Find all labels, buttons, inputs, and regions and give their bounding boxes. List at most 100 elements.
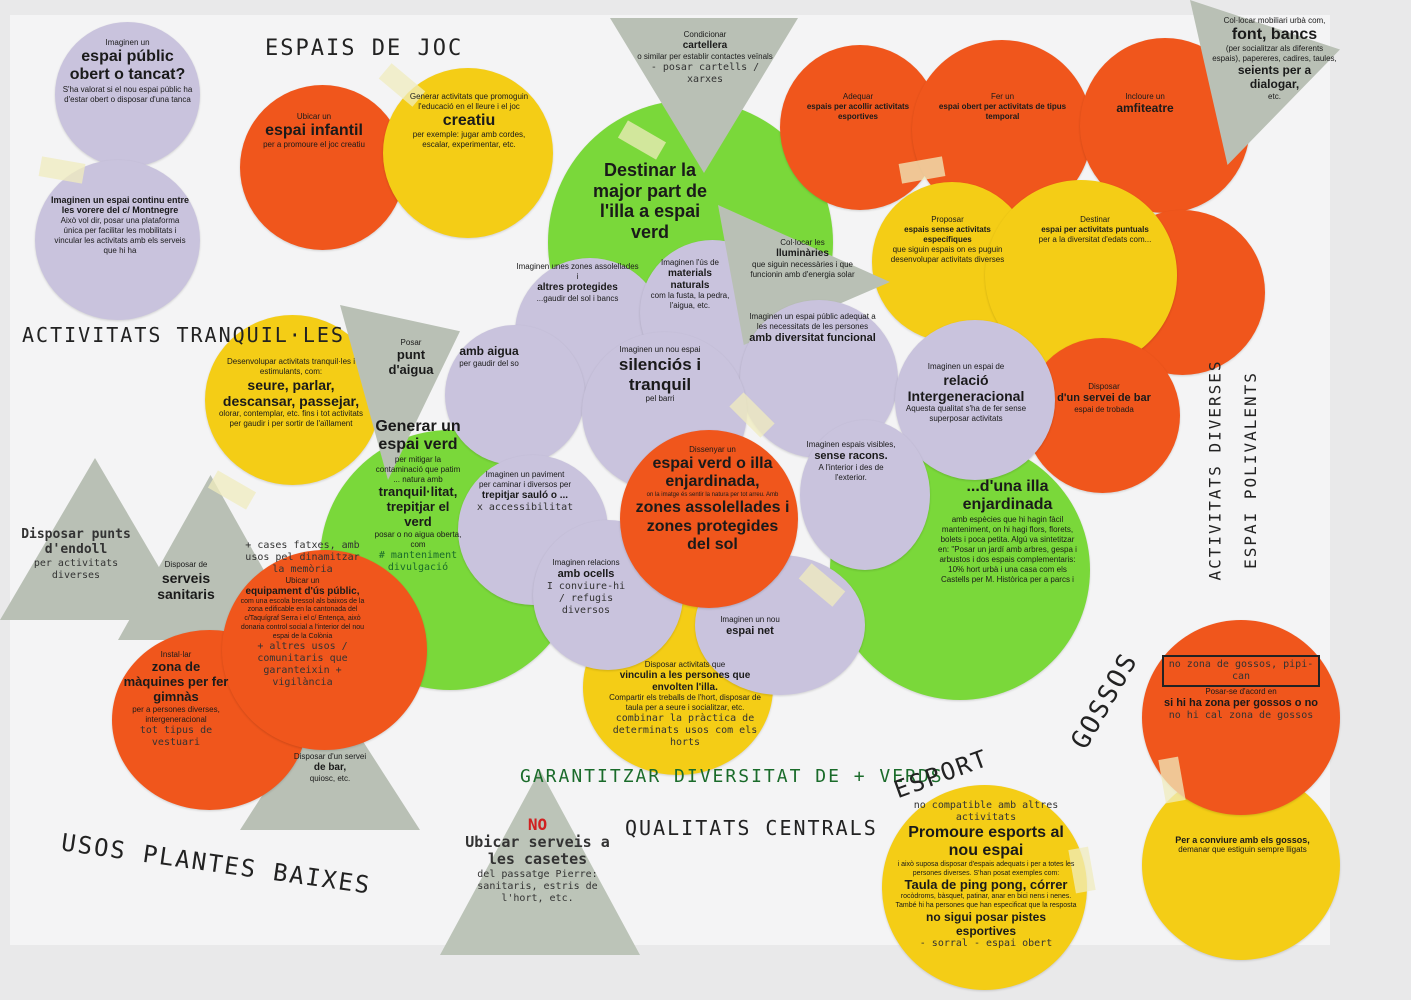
card-body: per caminar i diversos per — [478, 480, 572, 489]
card-title: relació Intergeneracional — [907, 372, 1025, 405]
card-equipament-shape — [222, 550, 427, 750]
card-title: de bar, — [313, 762, 347, 773]
card-title: Generar un espai verd — [375, 418, 461, 454]
card-intergeneracional-shape — [895, 320, 1055, 480]
card-body: (per socialitzar als diferents espais), … — [1212, 44, 1337, 64]
card-body: amb espècies que hi hagin fàcil mantenim… — [938, 514, 1077, 584]
card-body: espai de trobada — [1074, 404, 1134, 414]
card-body: Compartir els treballs de l'hort, dispos… — [609, 693, 761, 712]
card-lead: Posar — [400, 338, 422, 347]
card-espai-continu: Imaginen un espai continu entre les vore… — [50, 195, 190, 256]
label-garantitzar: GARANTITZAR DIVERSITAT DE + VERDS — [520, 766, 944, 787]
card-espai-infantil-shape — [240, 85, 405, 250]
card-title: Imaginen un espai continu entre les vore… — [50, 195, 190, 216]
card-body: Aquesta qualitat s'ha de fer sense super… — [905, 404, 1027, 424]
card-body: demanar que estiguin sempre lligats — [1178, 845, 1307, 855]
card-title: vinculin a les persones que envolten l'i… — [619, 670, 751, 693]
card-body: on la imatge és sentir la natura per tot… — [646, 491, 779, 498]
handwritten-note: combinar la pràctica de determinats usos… — [612, 713, 758, 748]
card-lead: Desenvolupar activitats tranquil·les i e… — [226, 357, 356, 376]
card-lead: Destinar — [1080, 215, 1110, 224]
card-body: per a la diversitat d'edats com... — [1038, 235, 1152, 244]
card-title: amfiteatre — [1116, 101, 1174, 115]
card-title: espai infantil — [265, 122, 363, 139]
card-title: Taula de ping pong, córrer — [904, 877, 1068, 893]
card-body: olorar, contemplar, etc. fins i tot acti… — [218, 409, 364, 429]
card-body: per gaudir del so — [459, 358, 519, 368]
card-lead: Disposar de — [164, 560, 208, 569]
card-body: que siguin espais on es puguin desenvolu… — [890, 245, 1005, 264]
card-title: altres protegides — [537, 282, 618, 293]
card-title: espai verd o illa enjardinada, — [652, 455, 773, 491]
card-racons: Imaginen espais visibles,sense racons.A … — [805, 440, 897, 483]
card-lead: Imaginen un espai públic adequat a les n… — [749, 312, 876, 331]
card-title: materials naturals — [668, 268, 712, 291]
card-amb-aigua-shape — [445, 325, 585, 465]
card-title: tranquil·litat, trepitjar el verd — [378, 483, 458, 529]
card-lead: Ubicar un — [285, 576, 320, 585]
card-equipament: + cases fatxes, amb usos pel dinamitzar … — [240, 540, 365, 689]
card-lead: Disposar d'un servei — [293, 752, 367, 761]
card-title: si hi ha zona per gossos o no — [1163, 697, 1319, 709]
card-body: per a promoure el joc creatiu — [263, 140, 365, 150]
card-body: quiosc, etc. — [309, 773, 351, 783]
card-lead: Dissenyar un — [689, 445, 736, 454]
card-lead: Ubicar un — [296, 112, 332, 121]
card-body: per exemple: jugar amb cordes, escalar, … — [412, 130, 526, 150]
card-lead: Condicionar — [683, 30, 727, 39]
handwritten-note: - sorral - espai obert — [919, 938, 1053, 950]
card-title: cartellera — [682, 40, 728, 51]
card-body: S'ha valorat si el nou espai públic ha d… — [62, 84, 193, 104]
card-lead: Instal·lar — [160, 650, 192, 659]
handwritten-note: + cases fatxes, amb usos pel dinamitzar … — [245, 540, 360, 575]
card-lead: Imaginen relacions — [552, 558, 620, 567]
label-activitats-tranquilles: ACTIVITATS TRANQUIL·LES — [22, 323, 345, 347]
card-title: serveis sanitaris — [157, 570, 215, 603]
card-body: etc. — [1268, 91, 1281, 101]
card-lead: Imaginen un nou — [720, 615, 780, 624]
card-title: amb diversitat funcional — [749, 332, 876, 344]
card-title: equipament d'ús públic, — [245, 586, 360, 597]
handwritten-note: NO — [527, 815, 548, 834]
card-body: pel barri — [645, 394, 675, 404]
handwritten-note: + altres usos / comunitaris que garantei… — [257, 641, 348, 689]
card-title: amb aigua — [459, 344, 519, 358]
card-title: espai per activitats puntuals — [1041, 225, 1149, 234]
card-lead: Disposar — [1088, 382, 1120, 391]
card-body: ...gaudir del sol i bancs — [536, 293, 619, 303]
card-title: d'un servei de bar — [1057, 392, 1151, 404]
card-body: per a persones diverses, intergeneracion… — [132, 704, 220, 724]
handwritten-note: I conviure-hi / refugis diversos — [546, 580, 626, 616]
handwritten-note: - posar cartells / xarxes — [650, 61, 760, 85]
card-title: espais per acollir activitats esportives — [806, 102, 910, 121]
card-title: sense racons. — [814, 450, 888, 462]
card-esport-shape — [882, 785, 1087, 990]
card-title: no sigui posar pistes esportives — [925, 909, 1047, 938]
card-racons-shape — [800, 420, 930, 570]
card-lead: Imaginen espais visibles, — [806, 440, 896, 449]
card-lead: Imaginen unes zones assolellades i — [516, 262, 639, 281]
card-lead: Proposar — [931, 215, 964, 224]
card-lead: Imaginen l'ús de — [660, 258, 719, 267]
card-title: trepitjar sauló o ... — [481, 490, 569, 501]
card-obert-tancat-shape — [55, 22, 200, 167]
card-body: A l'interior i des de l'exterior. — [818, 462, 884, 482]
card-body: com la fusta, la pedra, l'aigua, etc. — [650, 291, 730, 310]
card-title: zona de màquines per fer gimnàs — [123, 659, 229, 704]
